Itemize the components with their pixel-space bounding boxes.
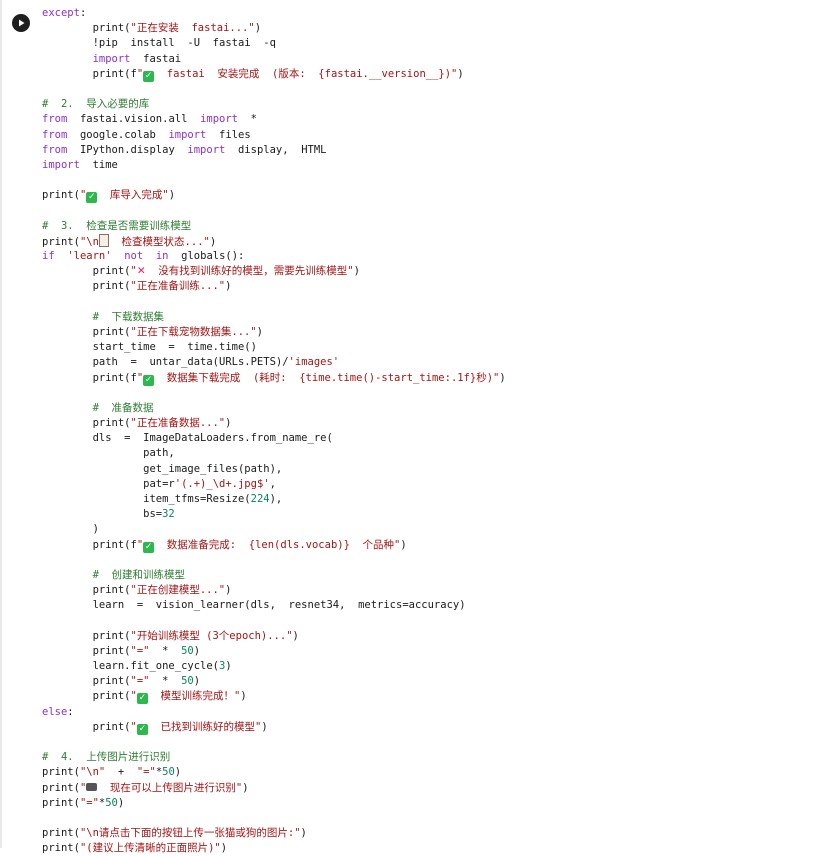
code-line: from fastai.vision.all import * [42, 113, 257, 126]
code-line: print("=" * 50) [42, 675, 201, 688]
code-line: # 4. 上传图片进行识别 [42, 751, 171, 764]
code-line: learn.fit_one_cycle(3) [42, 660, 232, 673]
code-line: # 准备数据 [42, 401, 154, 414]
code-line [42, 82, 838, 97]
code-line: print("(建议上传清晰的正面照片)") [42, 842, 228, 855]
code-line: print("正在准备数据...") [42, 417, 232, 430]
clipboard-emoji-icon [98, 233, 109, 247]
code-line: print("✕ 没有找到训练好的模型，需要先训练模型") [42, 265, 360, 278]
code-line: ) [42, 523, 99, 536]
code-line: print("✓ 库导入完成") [42, 189, 176, 204]
code-line [42, 173, 838, 188]
code-line: print("正在准备训练...") [42, 280, 232, 293]
cell-gutter [0, 0, 2, 848]
code-line: print("正在下载宠物数据集...") [42, 325, 263, 338]
check-emoji-icon: ✓ [136, 723, 148, 735]
code-line: import fastai [92, 52, 182, 65]
play-icon [19, 19, 25, 27]
check-emoji-icon: ✓ [143, 70, 155, 82]
code-line: pat=r'(.+)_\d+.jpg$', [42, 477, 276, 490]
code-line: print("\n 检查模型状态...") [42, 233, 217, 248]
code-line: print("正在创建模型...") [42, 584, 232, 597]
code-editor[interactable]: except: print("正在安装 fastai...") !pip ins… [42, 6, 838, 857]
code-line: bs=32 [42, 508, 175, 521]
code-line: print(f"✓ 数据准备完成: {len(dls.vocab)} 个品种") [42, 538, 407, 553]
code-line: print(f"✓ 数据集下载完成 (耗时: {time.time()-star… [42, 371, 506, 386]
code-line [42, 386, 838, 401]
code-line [42, 553, 838, 568]
code-line [42, 295, 838, 310]
code-line [42, 203, 838, 218]
code-line: print("\n" + "="*50) [42, 766, 182, 779]
code-line: learn = vision_learner(dls, resnet34, me… [42, 599, 466, 612]
code-line: path, [42, 447, 175, 460]
code-line: get_image_files(path), [42, 462, 283, 475]
code-line: !pip install -U fastai -q [42, 37, 276, 50]
run-cell-button[interactable] [12, 14, 30, 32]
code-line: # 2. 导入必要的库 [42, 98, 150, 111]
code-line [42, 735, 838, 750]
code-line: path = untar_data(URLs.PETS)/'images' [42, 356, 340, 369]
code-line: # 创建和训练模型 [42, 568, 186, 581]
code-line: item_tfms=Resize(224), [42, 493, 283, 505]
code-line: print(" 现在可以上传图片进行识别") [42, 781, 249, 794]
code-line: print("正在安装 fastai...") [42, 22, 262, 35]
code-line: import time [42, 158, 118, 171]
code-line: dls = ImageDataLoaders.from_name_re( [42, 432, 333, 445]
code-line [42, 811, 838, 826]
code-line: print("=" * 50) [42, 644, 201, 657]
code-line: print("✓ 已找到训练好的模型") [42, 720, 268, 735]
code-line: print("开始训练模型 (3个epoch)...") [42, 629, 299, 642]
code-line: print("="*50) [42, 796, 125, 809]
check-emoji-icon: ✓ [143, 541, 155, 553]
code-line: # 3. 检查是否需要训练模型 [42, 219, 192, 232]
check-emoji-icon: ✓ [143, 374, 155, 386]
check-emoji-icon: ✓ [136, 693, 148, 705]
code-line: print("✓ 模型训练完成！") [42, 690, 247, 705]
code-line: else: [42, 705, 74, 718]
cross-emoji-icon: ✕ [136, 265, 146, 278]
check-emoji-icon: ✓ [86, 192, 98, 204]
code-line: print("\n请点击下面的按钮上传一张猫或狗的图片:") [42, 827, 307, 840]
code-line: print(f"✓ fastai 安装完成 (版本: {fastai.__ver… [42, 67, 464, 82]
code-line: if 'learn' not in globals(): [42, 250, 245, 262]
code-line [42, 614, 838, 629]
code-line: from IPython.display import display, HTM… [42, 143, 327, 156]
code-line: # 下载数据集 [42, 310, 165, 323]
code-line: from google.colab import files [42, 128, 251, 141]
code-line: except: [42, 7, 87, 19]
camera-emoji-icon [86, 782, 98, 791]
code-line: start_time = time.time() [42, 341, 257, 354]
